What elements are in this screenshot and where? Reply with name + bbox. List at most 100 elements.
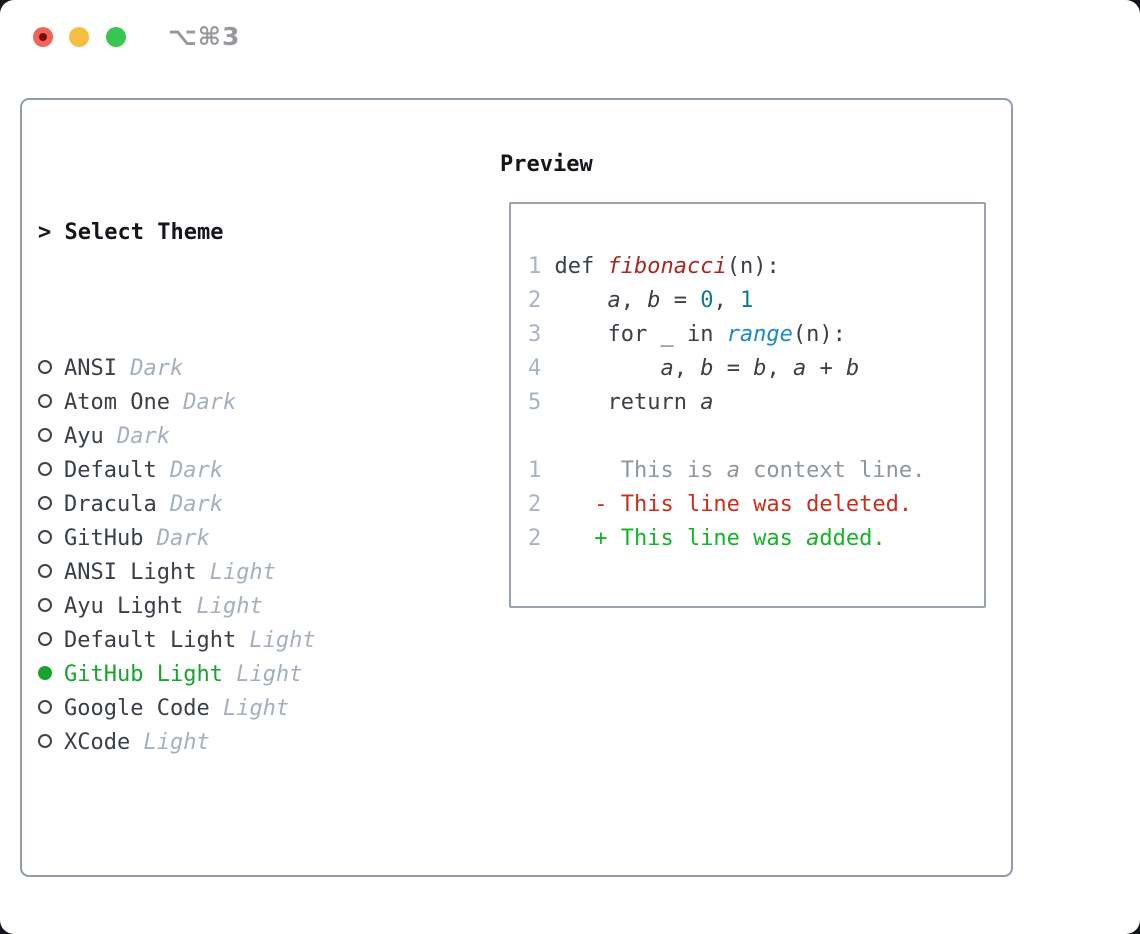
radio-unselected-icon <box>38 360 52 374</box>
theme-option-ayu[interactable]: Ayu Dark <box>38 420 409 454</box>
code-token: for _ in <box>541 322 727 347</box>
theme-option-ansi-light[interactable]: ANSI Light Light <box>38 556 409 590</box>
theme-variant-tag: Dark <box>103 424 170 449</box>
code-line <box>528 420 984 454</box>
code-token: b <box>845 356 860 381</box>
line-number: 5 <box>528 390 542 415</box>
select-theme-title: Select Theme <box>64 220 224 245</box>
code-token: 0 <box>700 288 714 313</box>
code-token: b <box>700 356 714 381</box>
code-line: 1 def fibonacci(n): <box>528 250 984 284</box>
keyboard-shortcut-label: ⌥⌘3 <box>168 22 241 51</box>
line-number: 1 <box>528 254 542 279</box>
theme-name: Default <box>64 458 157 483</box>
theme-option-ansi[interactable]: ANSI Dark <box>38 352 409 386</box>
theme-option-google-code[interactable]: Google Code Light <box>38 692 409 726</box>
line-number: 3 <box>528 322 542 347</box>
zoom-button[interactable] <box>106 27 126 47</box>
theme-option-github[interactable]: GitHub Dark <box>38 522 409 556</box>
code-token: a <box>726 458 740 483</box>
theme-variant-tag: Light <box>236 628 316 653</box>
theme-variant-tag: Light <box>196 560 276 585</box>
radio-unselected-icon <box>38 734 52 748</box>
radio-selected-icon <box>38 666 52 680</box>
code-token: , <box>713 288 740 313</box>
theme-name: Dracula <box>64 492 157 517</box>
preview-title: Preview <box>500 152 593 177</box>
code-token: a <box>806 526 820 551</box>
code-token: a <box>792 356 807 381</box>
code-token: (n): <box>726 254 780 279</box>
code-token: + <box>806 356 846 381</box>
code-line: 5 return a <box>528 386 984 420</box>
code-line: 2 - This line was deleted. <box>528 488 984 522</box>
code-token <box>541 356 660 381</box>
code-token: dded. <box>819 526 886 551</box>
select-theme-header: > Select Theme <box>38 216 409 250</box>
theme-variant-tag: Dark <box>156 458 223 483</box>
code-token: 1 <box>739 288 754 313</box>
line-number: 1 <box>528 458 542 483</box>
code-token: , <box>620 288 648 313</box>
theme-variant-tag: Light <box>209 696 290 721</box>
code-token: + This line was <box>541 526 807 551</box>
code-token: - This line was deleted. <box>541 492 913 517</box>
code-token <box>541 288 607 313</box>
code-line: 2 + This line was added. <box>528 522 984 556</box>
code-token: range <box>726 322 793 347</box>
line-number: 4 <box>528 356 542 381</box>
spacer <box>38 862 409 896</box>
code-token: = <box>660 288 701 313</box>
code-token: , <box>766 356 793 381</box>
line-number: 2 <box>528 288 542 313</box>
theme-name: GitHub <box>64 526 144 551</box>
line-number: 2 <box>528 492 542 517</box>
radio-unselected-icon <box>38 462 52 476</box>
theme-option-ayu-light[interactable]: Ayu Light Light <box>38 590 409 624</box>
radio-unselected-icon <box>38 598 52 612</box>
theme-option-atom-one[interactable]: Atom One Dark <box>38 386 409 420</box>
theme-variant-tag: Dark <box>169 390 237 415</box>
code-line: 2 a, b = 0, 1 <box>528 284 984 318</box>
focus-caret-icon: > <box>38 220 52 245</box>
theme-option-github-light[interactable]: GitHub Light Light <box>38 658 409 692</box>
code-token: return <box>541 390 701 415</box>
line-number: 2 <box>528 526 542 551</box>
theme-name: Default Light <box>64 628 237 653</box>
code-token: b <box>753 356 767 381</box>
code-token: context line. <box>739 458 926 483</box>
minimize-button[interactable] <box>69 27 89 47</box>
radio-unselected-icon <box>38 530 52 544</box>
theme-variant-tag: Light <box>183 594 263 619</box>
theme-option-xcode[interactable]: XCode Light <box>38 726 409 760</box>
radio-unselected-icon <box>38 394 52 408</box>
theme-option-dracula[interactable]: Dracula Dark <box>38 488 409 522</box>
radio-unselected-icon <box>38 496 52 510</box>
code-token: a <box>607 288 621 313</box>
code-token: def <box>541 254 608 279</box>
theme-variant-tag: Dark <box>156 492 223 517</box>
radio-unselected-icon <box>38 428 52 442</box>
theme-name: ANSI Light <box>64 560 197 585</box>
theme-name: Google Code <box>64 696 210 721</box>
titlebar: ⌥⌘3 <box>0 0 1140 74</box>
theme-variant-tag: Light <box>130 730 210 755</box>
code-token: , <box>673 356 701 381</box>
code-line: 1 This is a context line. <box>528 454 984 488</box>
radio-unselected-icon <box>38 632 52 646</box>
theme-name: Atom One <box>64 390 170 415</box>
code-token: (n): <box>792 322 846 347</box>
code-token: = <box>713 356 754 381</box>
theme-option-default-light[interactable]: Default Light Light <box>38 624 409 658</box>
radio-unselected-icon <box>38 564 52 578</box>
theme-variant-tag: Dark <box>143 526 210 551</box>
theme-name: ANSI <box>64 356 117 381</box>
close-button[interactable] <box>33 27 53 47</box>
theme-option-default[interactable]: Default Dark <box>38 454 409 488</box>
code-line: 4 a, b = b, a + b <box>528 352 984 386</box>
radio-unselected-icon <box>38 700 52 714</box>
